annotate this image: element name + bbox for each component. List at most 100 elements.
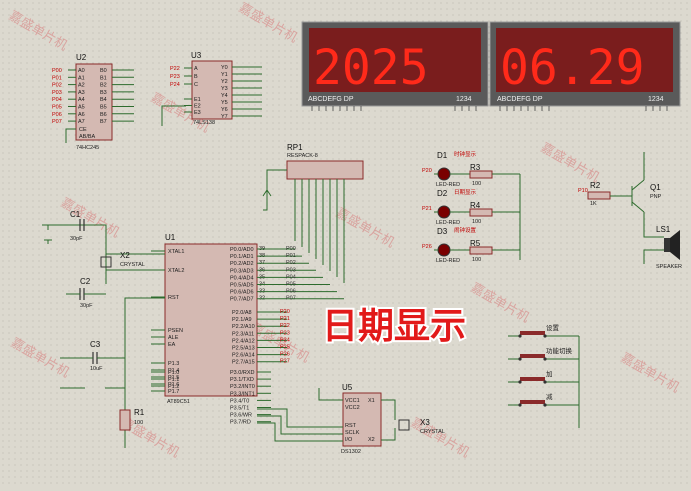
u2-net: P03 [52,90,62,96]
led-ref: D1 [437,151,448,160]
switch-label: 功能切换 [546,346,573,355]
switch-button [520,354,545,358]
u3-pin: Y6 [221,107,228,113]
seg-label: ABCDEFG DP [308,96,354,103]
u3-pin: Y0 [221,65,228,71]
u3-ref: U3 [191,51,202,60]
u1-ref: U1 [165,233,176,242]
u2-pin: B0 [100,68,107,74]
led-caption: 时钟显示 [454,150,477,158]
watermark: 嘉盛单片机 [538,140,602,185]
c3-ref: C3 [90,340,101,349]
x2-ref: X2 [120,251,130,260]
u2-net: P07 [52,119,62,125]
respack-rp1: RP1 RESPACK-8 [262,143,364,283]
u1-pin: XTAL1 [168,249,184,255]
x2-part: CRYSTAL [120,262,145,268]
u1-pin: P1.6 [168,382,179,388]
u1-net: P26 [280,352,290,358]
res-value: 100 [472,257,481,263]
u3-pin: C [194,82,198,88]
u1-pin: P3.1/TXD [230,377,254,383]
u1-pin: P3.3/INT1 [230,391,255,397]
u1-pin: RST [168,295,180,301]
u2-pin: A6 [78,112,85,118]
u3-pin: A [194,66,198,72]
switch-contact [518,380,522,384]
led-part: LED-RED [436,182,460,188]
u3-pin: Y7 [221,114,228,120]
digit-label: 1234 [648,96,664,103]
switch-contact [518,334,522,338]
u3-net: P23 [170,74,180,80]
u1-pin: P3.6/WR [230,413,252,419]
u1-net: P25 [280,345,290,351]
u3-pin: E2 [194,104,201,110]
u1-pin: P2.6/A14 [232,353,255,359]
u5-pin: VCC1 [345,398,360,404]
u1-pin: P3.2/INT0 [230,384,255,390]
res-ref: R4 [470,201,481,210]
u3-pin: Y2 [221,79,228,85]
u2-pin: A7 [78,119,85,125]
u1-net: P21 [280,316,290,322]
switch-button [520,377,545,381]
u1-net: P24 [280,337,290,343]
u1-pin: P0.2/AD2 [230,261,254,267]
c3-value: 10uF [90,366,103,372]
led-ref: D2 [437,189,448,198]
u1-net: P04 [286,274,296,280]
led-red [437,205,451,219]
buzzer-driver: P10 R2 1K Q1 PNP LS1 SPEAKER [578,152,682,270]
u1-pin: P2.1/A9 [232,317,252,323]
u1-net: P01 [286,253,296,259]
u2-net: P00 [52,68,62,74]
u3-pin: B [194,74,198,80]
u1-pin: ALE [168,335,179,341]
chip-u2: U2 A0P00A1P01A2P02A3P03A4P04A5P05A6P06A7… [52,53,134,151]
u2-pin: B2 [100,83,107,89]
u2-pin: B7 [100,119,107,125]
u2-pin: A0 [78,68,85,74]
u1-pin: EA [168,342,176,348]
q1-part: PNP [650,194,662,200]
u1-pin: P1.1 [168,377,179,383]
u2-pin: A1 [78,75,85,81]
u2-net: P05 [52,105,62,111]
seven-seg-display-right: 06.29 ABCDEFG DP 1234 [489,21,681,107]
u1-net: P00 [286,246,296,252]
u1-pin: P3.7/RD [230,420,251,426]
u1-pin: P1.5 [168,375,179,381]
resistor [469,246,493,255]
u2-net: P06 [52,112,62,118]
watermark: 嘉盛单片机 [6,8,70,53]
u1-pin: P0.4/AD4 [230,275,254,281]
u1-pin: P0.5/AD5 [230,283,254,289]
u1-pin: P1.2 [168,384,179,390]
r1-value: 100 [134,420,143,426]
watermark: 嘉盛单片机 [236,0,300,45]
seg-label: ABCDEFG DP [497,96,543,103]
u1-pin: P0.1/AD1 [230,254,254,260]
r1-ref: R1 [134,408,145,417]
u1-net: P20 [280,309,290,315]
chip-u5: U5 VCC1 VCC2 X1 RST SCLK I/O X2 DS1302 X… [257,383,445,455]
u1-part: AT89C51 [167,399,190,405]
u3-pin: E1 [194,97,201,103]
u3-pin: Y4 [221,93,228,99]
led-caption: 日期显示 [454,189,477,196]
u1-net: P03 [286,267,296,273]
u2-net: P02 [52,83,62,89]
u1-pin: P2.4/A12 [232,338,255,344]
u2-dir-pin: AB/BA [79,134,96,140]
u1-net: P27 [280,359,290,365]
u5-pin: VCC2 [345,405,360,411]
u1-pin: P2.5/A13 [232,346,255,352]
res-ref: R3 [470,163,481,172]
c2-ref: C2 [80,277,91,286]
u1-pin: P3.4/T0 [230,398,249,404]
u1-net: P05 [286,282,296,288]
u1-pin: P0.3/AD3 [230,268,254,274]
